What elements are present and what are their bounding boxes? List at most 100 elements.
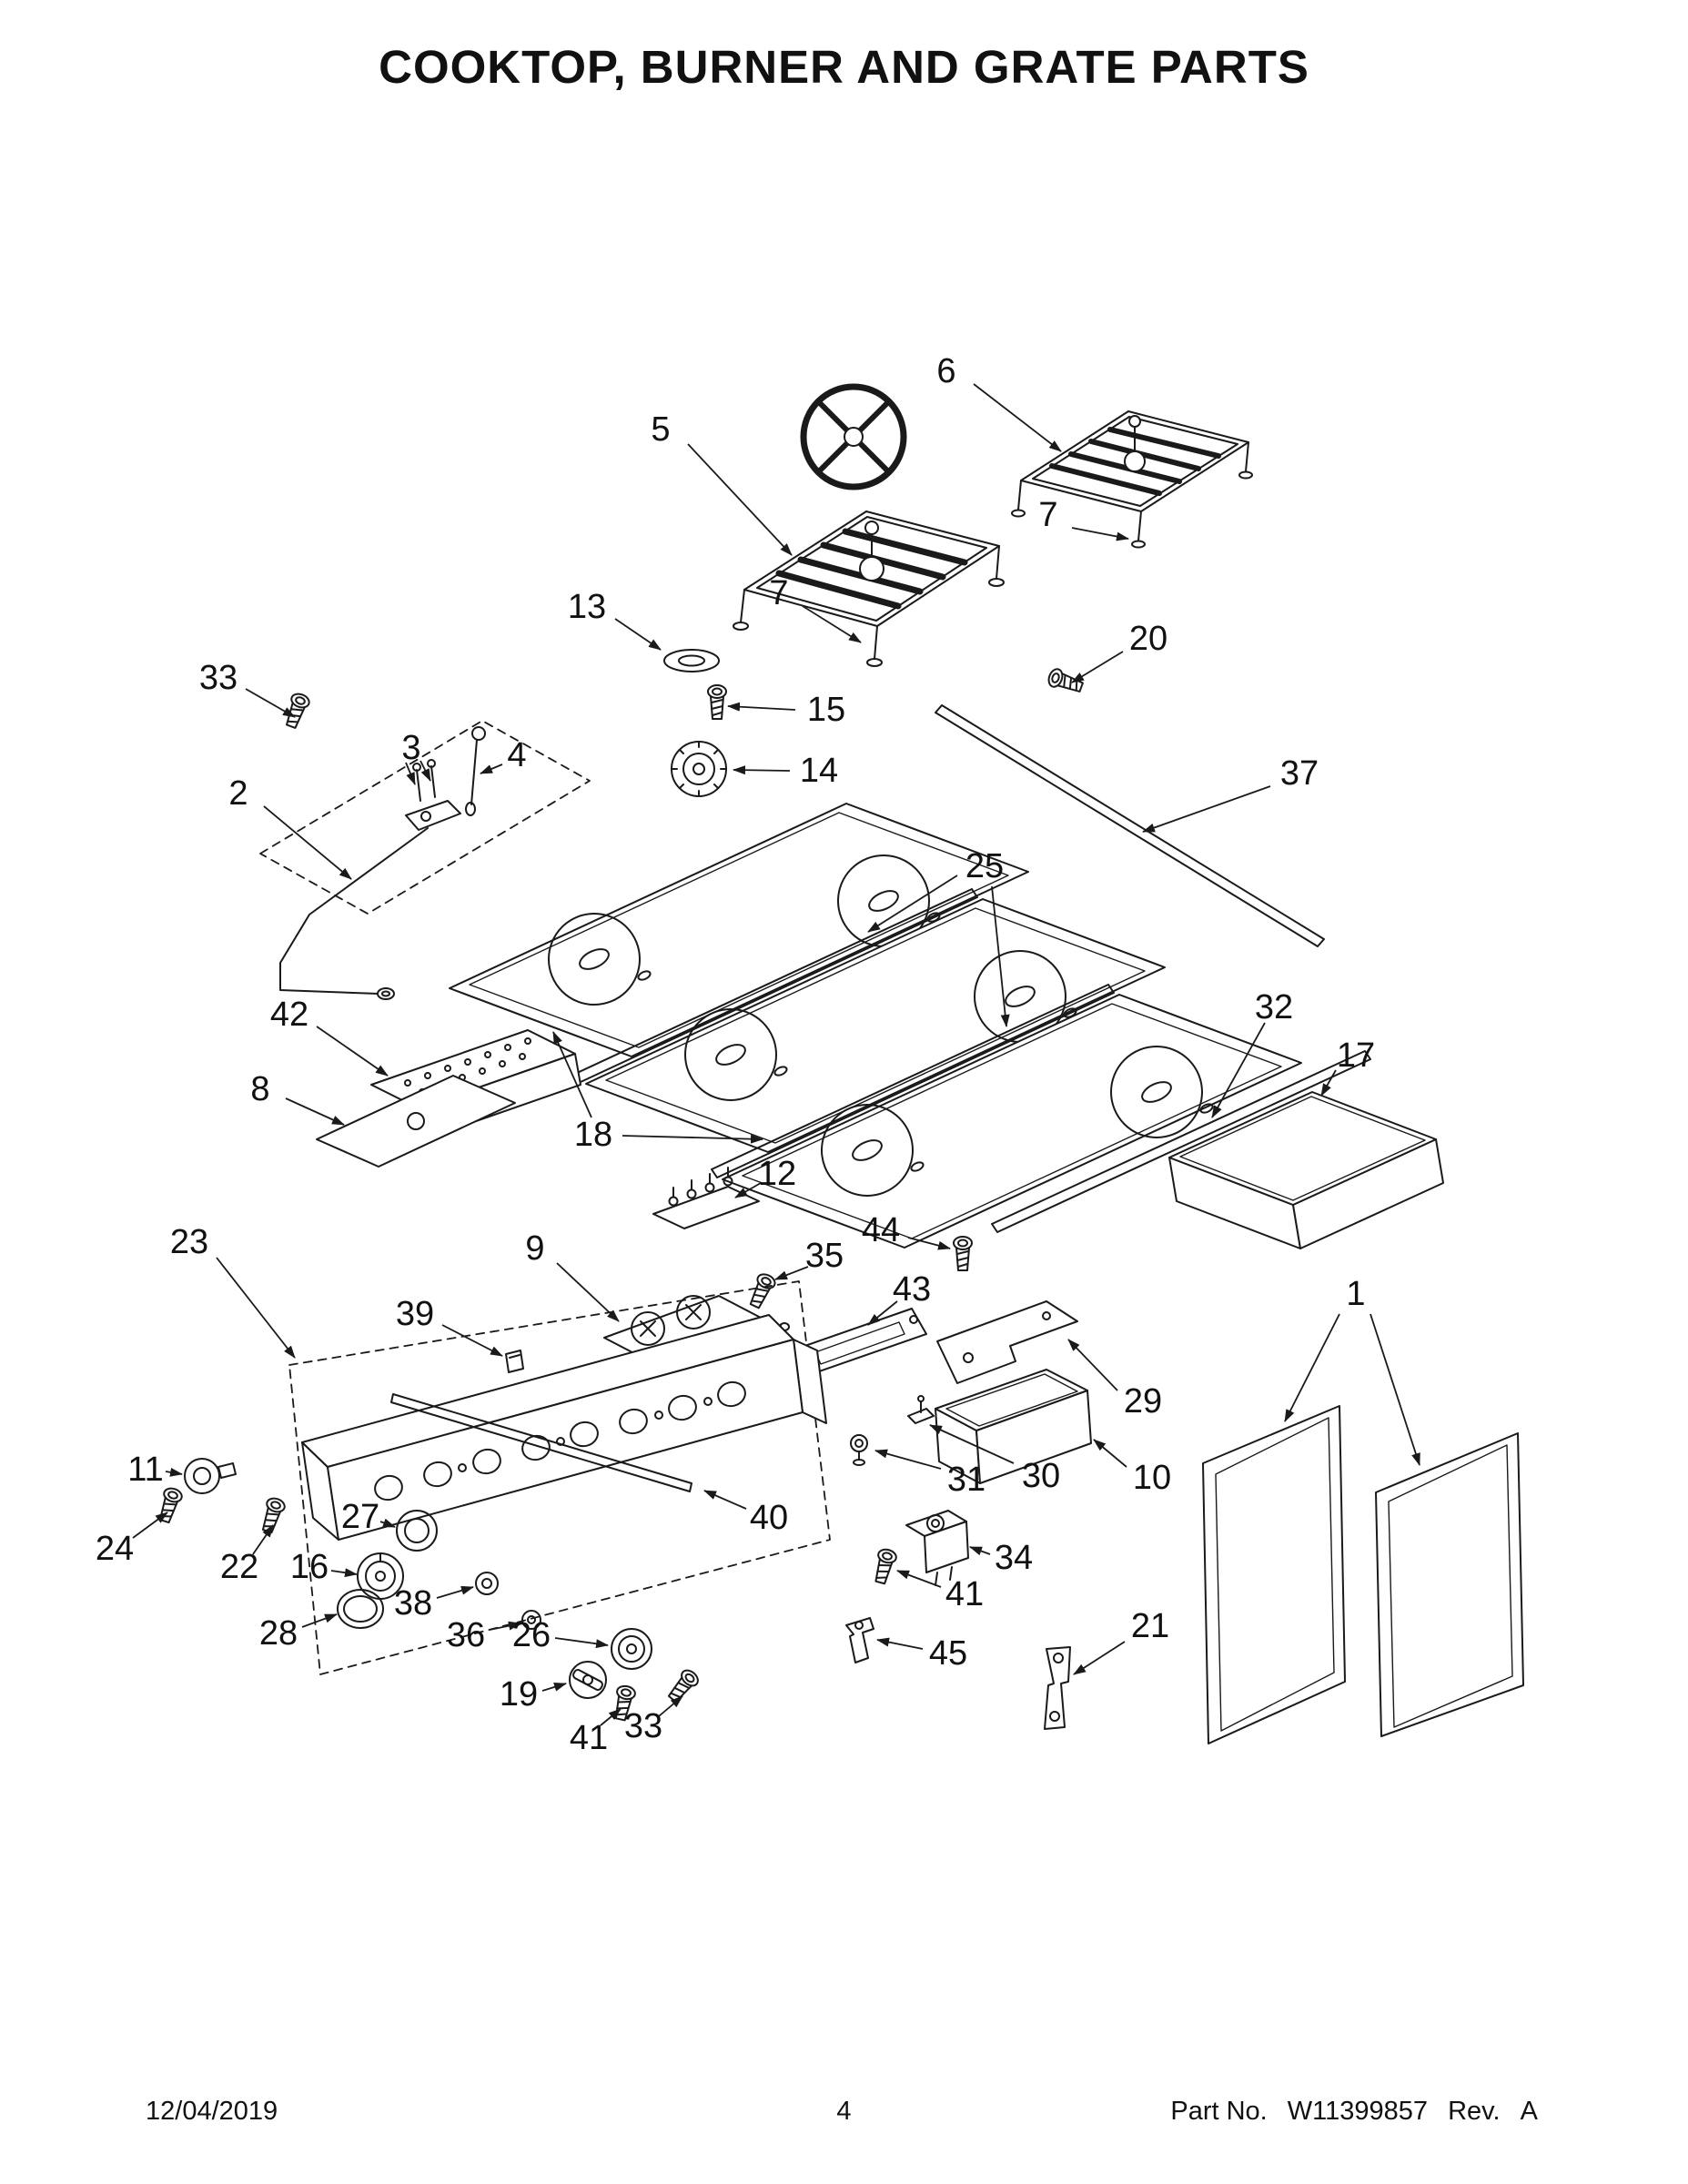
callout-4: 4: [507, 736, 526, 774]
part-burner-cap-ring: [663, 649, 720, 672]
callout-leader-3: [405, 762, 416, 785]
part-manifold-12: [652, 1167, 760, 1229]
part-screw-41-right: [870, 1546, 899, 1586]
callout-leader-39: [441, 1324, 503, 1357]
part-side-panel-left: [1202, 1405, 1346, 1744]
part-wok-ring: [800, 383, 907, 490]
callout-leader-45: [876, 1637, 924, 1650]
part-switch-34: [905, 1510, 969, 1586]
callout-leader-40: [703, 1490, 747, 1510]
part-screw-44: [953, 1236, 973, 1271]
callout-18: 18: [574, 1116, 612, 1154]
igniter-assembly-boundary: [259, 720, 591, 915]
callout-38: 38: [394, 1584, 432, 1623]
callout-7: 7: [769, 574, 788, 612]
footer-page-number: 4: [836, 2097, 852, 2126]
callout-21: 21: [1131, 1607, 1169, 1645]
callout-leader-30: [929, 1424, 1015, 1464]
part-burner-rail-25a: [574, 888, 978, 1083]
part-control-panel-body: [301, 1314, 827, 1541]
callout-17: 17: [1337, 1036, 1375, 1075]
callout-leader-29: [1067, 1339, 1118, 1391]
callout-leader-36: [489, 1621, 521, 1631]
callout-42: 42: [270, 996, 308, 1034]
part-pins-3: [412, 759, 436, 802]
callout-35: 35: [805, 1237, 844, 1275]
callout-39: 39: [396, 1295, 434, 1333]
callout-leader-44: [907, 1237, 951, 1250]
callout-leader-27: [379, 1518, 396, 1528]
part-clip-30: [907, 1395, 935, 1424]
part-knob-26: [611, 1628, 652, 1670]
callout-leader-8: [285, 1097, 345, 1126]
callout-leader-16: [330, 1568, 358, 1578]
callout-leader-38: [436, 1585, 474, 1599]
callout-leader-24: [132, 1512, 168, 1539]
callout-leader-35: [774, 1266, 809, 1280]
part-side-panel-right: [1375, 1432, 1524, 1737]
callout-8: 8: [250, 1070, 269, 1108]
part-knob-38: [475, 1572, 499, 1595]
footer-part-info: Part No. W11399857 Rev. A: [1170, 2097, 1538, 2127]
callout-leader-10: [1093, 1439, 1127, 1468]
part-knob-19: [569, 1661, 607, 1699]
callout-leader-17: [1320, 1069, 1337, 1097]
callout-15: 15: [807, 691, 845, 729]
callout-leader-32: [1211, 1022, 1266, 1118]
part-screw-33-bottom: [664, 1666, 702, 1706]
part-grate-right: [1011, 410, 1253, 549]
control-panel-boundary: [288, 1280, 831, 1675]
part-plate-8: [316, 1075, 516, 1168]
callout-29: 29: [1124, 1382, 1162, 1421]
callout-leader-7: [1071, 527, 1129, 541]
callout-leader-23: [216, 1257, 296, 1359]
part-screw-35: [745, 1270, 779, 1311]
callout-leader-33: [658, 1695, 683, 1717]
callout-33: 33: [624, 1707, 662, 1745]
callout-leader-6: [973, 383, 1062, 452]
part-cap-36: [521, 1610, 541, 1630]
callout-leader-7: [802, 605, 862, 643]
callout-33: 33: [199, 659, 238, 697]
part-electrode-4: [465, 726, 486, 816]
callout-leader-3: [419, 760, 431, 782]
callout-25: 25: [965, 847, 1004, 885]
callout-leader-14: [733, 765, 791, 775]
callout-leader-12: [734, 1182, 762, 1198]
callout-28: 28: [259, 1614, 298, 1653]
callout-leader-4: [480, 763, 503, 774]
rev-value: A: [1520, 2097, 1538, 2126]
part-trim-ring-27: [396, 1510, 438, 1552]
callout-5: 5: [651, 410, 670, 449]
callout-45: 45: [929, 1634, 967, 1673]
callout-leader-22: [252, 1524, 274, 1555]
callout-41: 41: [570, 1719, 608, 1757]
callout-leader-21: [1073, 1641, 1126, 1675]
callout-23: 23: [170, 1223, 208, 1261]
part-igniter-tube-2: [279, 800, 461, 1000]
callout-32: 32: [1255, 988, 1293, 1026]
callout-9: 9: [525, 1229, 544, 1268]
callout-leader-26: [554, 1637, 609, 1649]
callout-13: 13: [568, 588, 606, 626]
part-burner-rail-25b: [711, 984, 1115, 1178]
callout-leader-1: [1284, 1313, 1340, 1422]
page-title: COOKTOP, BURNER AND GRATE PARTS: [379, 41, 1309, 93]
callout-leader-25: [867, 875, 958, 933]
callout-leader-11: [165, 1467, 183, 1477]
part-screw-33-top: [281, 691, 312, 731]
callout-2: 2: [228, 774, 248, 813]
part-no-value: W11399857: [1287, 2097, 1429, 2126]
callout-leader-1: [1370, 1313, 1420, 1466]
callout-leader-2: [263, 805, 352, 880]
callout-14: 14: [800, 752, 838, 790]
part-no-label: Part No.: [1170, 2097, 1268, 2126]
callout-31: 31: [947, 1461, 986, 1499]
part-screw-20: [1046, 666, 1086, 697]
callout-leader-31: [874, 1449, 942, 1470]
callout-43: 43: [893, 1270, 931, 1309]
callout-leader-15: [727, 702, 796, 712]
part-ring-28: [337, 1589, 384, 1629]
callout-26: 26: [512, 1616, 551, 1654]
